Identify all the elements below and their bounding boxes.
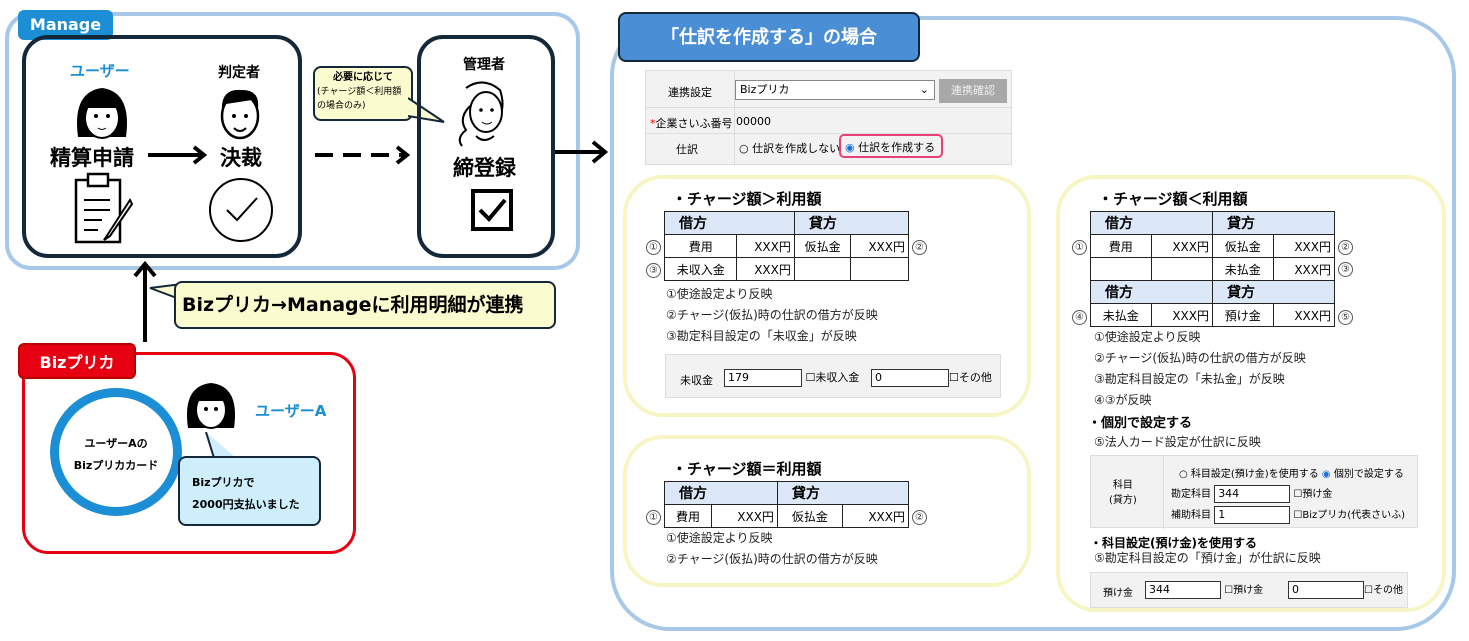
marker: ④ — [1072, 310, 1087, 325]
marker: ② — [1338, 240, 1353, 255]
admin-label: 管理者 — [463, 57, 505, 73]
subheading: ・個別で設定する — [1088, 416, 1193, 431]
account-input[interactable]: 0 — [871, 369, 949, 387]
account-input[interactable]: 179 — [724, 369, 802, 387]
dashed-arrow-icon — [315, 145, 411, 165]
deposit-settings: 預け金 344 ☐預け金 0☐その他 — [1090, 572, 1408, 608]
clipboard-icon — [74, 172, 134, 244]
marker: ③ — [646, 263, 661, 278]
row-label: 仕訳 — [676, 143, 698, 156]
callout-line1: 必要に応じて — [333, 72, 393, 83]
subheading-note: ⑤法人カード設定が仕訳に反映 — [1094, 435, 1261, 449]
marker: ⑤ — [1338, 310, 1353, 325]
speech-bubble: Bizプリカで 2000円支払いました — [178, 456, 321, 526]
radio-individual[interactable]: ◉ 個別で設定する — [1321, 469, 1404, 480]
workflow-box — [22, 35, 302, 258]
admin-box — [417, 35, 555, 258]
account-input[interactable]: 0 — [1288, 581, 1364, 599]
judge-action: 決裁 — [220, 146, 262, 170]
judge-face-icon — [220, 89, 260, 140]
user-a-face-icon — [186, 383, 236, 429]
user-a-label: ユーザーA — [255, 402, 327, 420]
journal-section — [610, 16, 1456, 631]
callout-line2: (チャージ額＜利用額 — [317, 87, 402, 97]
check-circle-icon — [209, 178, 273, 242]
callout-bubble: 必要に応じて (チャージ額＜利用額 の場合のみ) — [313, 66, 413, 121]
confirm-button[interactable]: 連携確認 — [939, 79, 1007, 103]
account-input[interactable]: 344 — [1145, 581, 1221, 599]
select-value: Bizプリカ — [740, 83, 790, 96]
row-label: *企業さいふ番号 — [650, 117, 733, 130]
receivable-settings: 未収金 179 ☐未収入金 0☐その他 — [665, 354, 1001, 398]
callout-line3: の場合のみ) — [317, 101, 366, 111]
marker: ② — [912, 240, 927, 255]
sub-account-input[interactable]: 1 — [1214, 506, 1291, 524]
radio-create-journal[interactable]: ◉ 仕訳を作成する — [839, 134, 944, 158]
subheading: ・科目設定(預け金)を使用する — [1090, 536, 1257, 550]
bizpurika-section — [22, 352, 356, 554]
marker: ① — [646, 240, 661, 255]
row-label: 連携設定 — [668, 86, 712, 99]
panel-title: ・チャージ額＝利用額 — [672, 460, 822, 478]
card-line2: Bizプリカカード — [73, 459, 159, 472]
marker: ② — [912, 510, 927, 525]
card-line1: ユーザーAの — [84, 437, 148, 450]
bubble-line2: 2000円支払いました — [192, 498, 300, 511]
panel-title: ・チャージ額＜利用額 — [1098, 190, 1248, 208]
integration-settings: 連携設定 Bizプリカ ⌄ 連携確認 *企業さいふ番号 00000 仕訳 ○ 仕訳… — [645, 70, 1013, 166]
admin-action: 締登録 — [453, 156, 516, 180]
radio-no-journal[interactable]: ○ 仕訳を作成しない — [739, 142, 841, 155]
checkbox-checked-icon — [471, 189, 513, 231]
bizpurika-card: ユーザーAの Bizプリカカード — [50, 388, 182, 516]
admin-face-icon — [458, 81, 504, 147]
journal-title: 「仕訳を作成する」の場合 — [618, 12, 920, 62]
bizpurika-label: Bizプリカ — [18, 343, 136, 379]
user-face-icon — [77, 88, 127, 139]
user-label: ユーザー — [70, 62, 130, 80]
marker: ① — [1072, 240, 1087, 255]
wallet-number: 00000 — [736, 115, 771, 128]
bubble-line1: Bizプリカで — [192, 476, 255, 489]
arrow-right-icon — [148, 145, 208, 165]
marker: ③ — [1338, 262, 1353, 277]
marker: ① — [646, 510, 661, 525]
subheading-note: ⑤勘定科目設定の「預け金」が仕訳に反映 — [1094, 551, 1321, 565]
link-note: Bizプリカ→Manageに利用明細が連携 — [174, 281, 556, 329]
manage-section — [5, 12, 580, 270]
panel-title: ・チャージ額＞利用額 — [672, 190, 822, 208]
integration-select[interactable]: Bizプリカ ⌄ — [735, 80, 935, 100]
account-input[interactable]: 344 — [1214, 485, 1291, 503]
arrow-to-right-section-icon — [555, 140, 609, 164]
radio-use-setting[interactable]: ○ 科目設定(預け金)を使用する — [1179, 469, 1319, 480]
chevron-down-icon: ⌄ — [919, 83, 929, 96]
arrow-up-icon — [133, 260, 157, 342]
judge-label: 判定者 — [218, 65, 260, 81]
user-action: 精算申請 — [50, 146, 134, 170]
individual-account-settings: 科目(貸方) ○ 科目設定(預け金)を使用する ◉ 個別で設定する 勘定科目 3… — [1090, 455, 1418, 529]
